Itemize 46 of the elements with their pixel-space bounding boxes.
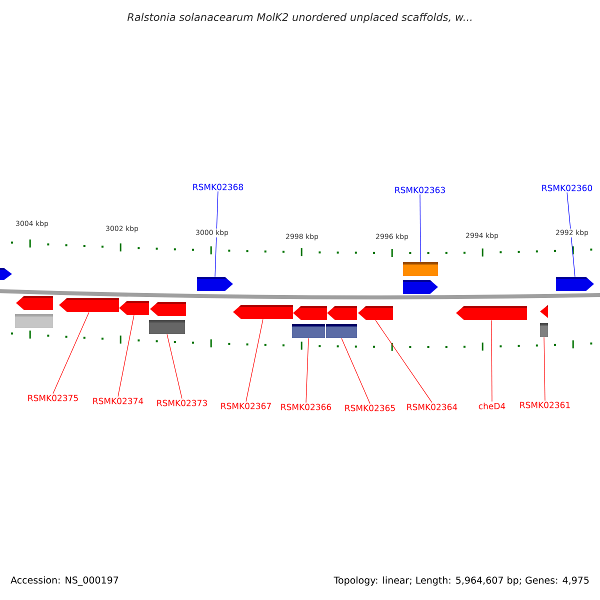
gene-label: RSMK02365 [345,404,395,412]
gene-feature [197,277,233,291]
gene-feature [16,296,53,310]
gene-label: RSMK02368 [193,184,244,190]
title: Ralstonia solanacearum MolK2 unordered unplaced scaffolds, w... [127,12,472,24]
gene-label: cheD4 [478,402,506,410]
feature-box [540,323,548,337]
leader-line [52,312,90,394]
gene-feature [327,306,357,320]
leader-line [214,191,218,278]
gene-label: RSMK02373 [157,400,207,406]
leader-line [306,338,309,403]
feature-box [326,324,357,338]
gene-feature [293,306,327,320]
feature-box [403,262,438,276]
gene-label: RSMK02367 [221,402,271,410]
gene-feature [456,306,527,320]
gene-feature [556,277,594,291]
gene-label: RSMK02366 [281,404,332,410]
gene-label: RSMK02364 [407,404,458,410]
leader-line [544,336,546,401]
footer-text: Topology: linear; Length: 5,964,607 bp; Genes: 4,975 [334,576,589,586]
footer-text: Accession: NS_000197 [10,576,118,586]
leader-line [166,334,182,399]
gene-feature [403,280,438,294]
leader-line [566,192,576,278]
gene-label: RSMK02360 [542,184,592,192]
gene-label: RSMK02375 [28,394,78,402]
leader-line [118,314,134,397]
feature-box [292,324,325,338]
leader-line [341,338,370,404]
leader-line [246,318,264,402]
gene-feature [0,268,12,280]
gene-feature [150,302,186,316]
feature-box [149,320,185,334]
leader-line [375,320,432,403]
gene-label: RSMK02374 [93,398,144,404]
gene-label: RSMK02361 [520,402,570,408]
leader-line [491,320,492,402]
gene-feature [540,305,548,318]
gene-feature [119,301,149,315]
gene-feature [358,306,393,320]
gene-feature [233,305,293,319]
leader-line [420,194,421,262]
gene-label: RSMK02363 [395,186,445,194]
feature-box [15,314,53,328]
